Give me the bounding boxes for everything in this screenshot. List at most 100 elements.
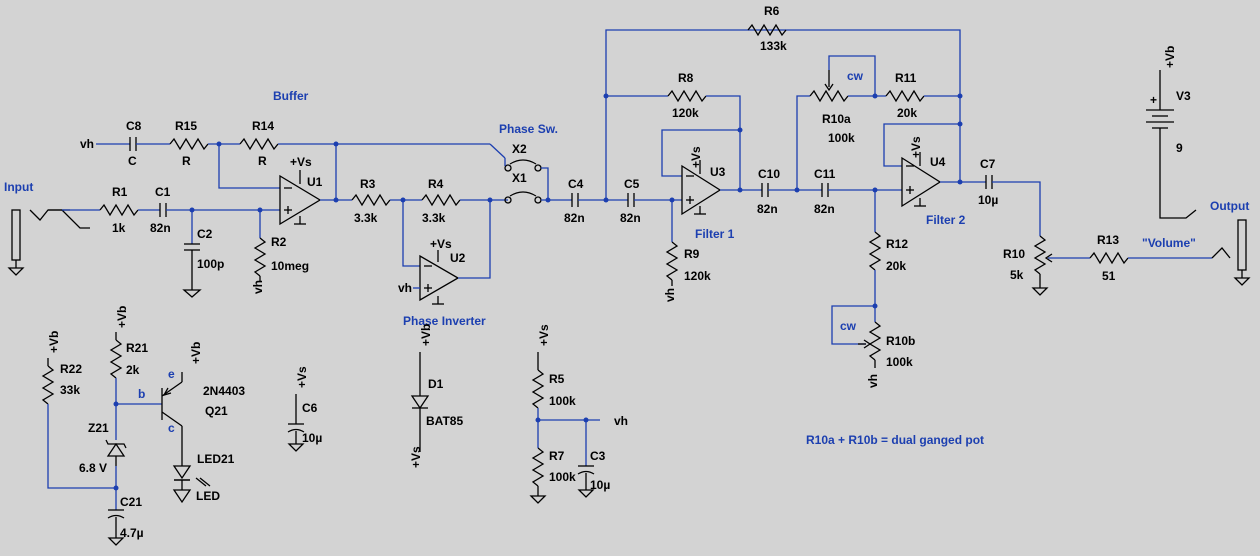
r2-resistor (253, 237, 267, 282)
filter2-label: Filter 2 (926, 213, 966, 227)
u3-opamp (681, 160, 722, 216)
u2-opamp (419, 250, 460, 305)
c7-ref: C7 (980, 157, 996, 171)
r7-ref: R7 (549, 449, 565, 463)
u1-opamp (279, 170, 322, 226)
c8-vh-label: vh (80, 137, 94, 151)
q21-supply: +Vb (189, 342, 203, 364)
x2-switch (504, 158, 542, 172)
x1-switch (504, 191, 542, 204)
c11-capacitor (821, 183, 829, 197)
r9-resistor (665, 241, 679, 286)
led21-ref: LED21 (197, 452, 235, 466)
led21-value: LED (196, 489, 220, 503)
q21-pin-c: c (168, 421, 175, 435)
gang-note: R10a + R10b = dual ganged pot (806, 433, 984, 447)
r5-resistor (531, 369, 545, 409)
u1-supply: +Vs (290, 155, 312, 169)
c8-capacitor (129, 137, 137, 151)
r7-value: 100k (549, 470, 576, 484)
r10a-cw-label: cw (847, 69, 864, 83)
u2-supply: +Vs (430, 237, 452, 251)
r12-resistor (868, 231, 882, 271)
u4-opamp (901, 152, 942, 208)
d1-ref: D1 (428, 377, 444, 391)
v3-value: 9 (1176, 141, 1183, 155)
r14-value: R (258, 154, 267, 168)
c3-value: 10µ (590, 478, 610, 492)
c8-ref: C8 (126, 119, 142, 133)
r10b-cw-label: cw (840, 319, 857, 333)
r10b-value: 100k (886, 355, 913, 369)
r13-ref: R13 (1097, 233, 1119, 247)
z21-value: 6.8 V (79, 461, 107, 475)
r10a-potentiometer (809, 70, 849, 103)
c2-capacitor (182, 243, 202, 298)
d1-supply-bottom: +Vs (409, 446, 423, 468)
q21-value: 2N4403 (203, 384, 245, 398)
r15-ref: R15 (175, 119, 197, 133)
c7-value: 10µ (978, 193, 998, 207)
r2-ref: R2 (271, 235, 287, 249)
z21-zener (105, 439, 127, 466)
c6-supply: +Vs (295, 366, 309, 388)
r10a-value: 100k (828, 131, 855, 145)
c6-value: 10µ (302, 431, 322, 445)
c10-value: 82n (757, 202, 778, 216)
r15-value: R (182, 154, 191, 168)
c2-value: 100p (197, 257, 224, 271)
r22-ref: R22 (60, 362, 82, 376)
volume-label: "Volume" (1142, 236, 1196, 250)
c4-ref: C4 (568, 177, 584, 191)
r6-resistor (747, 23, 787, 37)
x2-ref: X2 (512, 142, 527, 156)
c11-value: 82n (814, 202, 835, 216)
r10-value: 5k (1010, 268, 1024, 282)
c6-capacitor (287, 423, 305, 452)
r4-ref: R4 (428, 177, 444, 191)
c1-ref: C1 (155, 185, 171, 199)
r11-ref: R11 (895, 71, 917, 85)
r5-supply: +Vs (537, 324, 551, 346)
r12-value: 20k (886, 259, 906, 273)
r21-supply: +Vb (115, 306, 129, 328)
r22-supply: +Vb (47, 331, 61, 353)
c3-ref: C3 (590, 449, 606, 463)
c11-ref: C11 (814, 167, 836, 181)
u3-ref: U3 (710, 165, 726, 179)
u2-vh-label: vh (398, 281, 412, 295)
v3-ref: V3 (1176, 89, 1191, 103)
phase-sw-label: Phase Sw. (499, 122, 558, 136)
output-label: Output (1210, 199, 1249, 213)
c1-capacitor (159, 203, 167, 217)
r11-value: 20k (897, 106, 917, 120)
q21-ref: Q21 (205, 404, 228, 418)
q21-transistor (161, 372, 183, 466)
r8-ref: R8 (678, 71, 694, 85)
c10-capacitor (761, 183, 769, 197)
r3-ref: R3 (360, 177, 376, 191)
r10-ref: R10 (1003, 247, 1025, 261)
u2-ref: U2 (450, 251, 466, 265)
c5-value: 82n (620, 211, 641, 225)
d1-value: BAT85 (426, 414, 463, 428)
c21-capacitor (107, 509, 125, 546)
buffer-label: Buffer (273, 89, 309, 103)
r22-resistor (41, 365, 55, 405)
r21-resistor (109, 339, 123, 379)
r8-value: 120k (672, 106, 699, 120)
c10-ref: C10 (758, 167, 780, 181)
v3-battery (1146, 109, 1174, 129)
u1-ref: U1 (307, 175, 323, 189)
c21-ref: C21 (120, 495, 142, 509)
input-label: Input (4, 180, 33, 194)
r3-resistor (351, 193, 391, 207)
z21-ref: Z21 (88, 421, 109, 435)
u4-supply: +Vs (909, 136, 923, 158)
u4-ref: U4 (930, 155, 946, 169)
r6-value: 133k (760, 39, 787, 53)
filter1-label: Filter 1 (695, 227, 735, 241)
r14-ref: R14 (252, 119, 274, 133)
r4-resistor (421, 193, 461, 207)
